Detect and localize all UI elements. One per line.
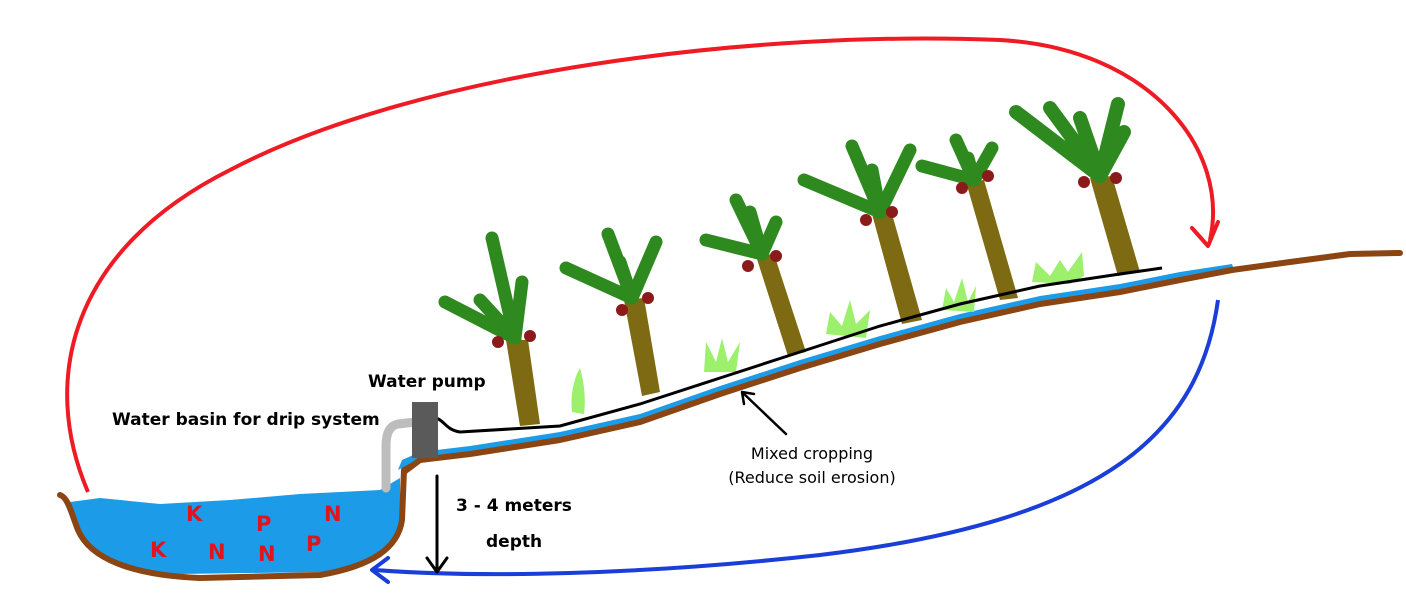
mixed-cropping-line1: Mixed cropping — [750, 444, 874, 463]
nutrient-label: K — [186, 502, 203, 526]
blue-arrow-head — [370, 556, 390, 584]
water-basin-label: Water basin for drip system — [112, 410, 380, 430]
drip-pipe-icon — [435, 266, 1163, 434]
shrub-icon — [1032, 252, 1084, 284]
palm-tree-icon — [699, 193, 806, 356]
nutrient-label: P — [306, 532, 322, 556]
pump-pipe — [381, 417, 421, 493]
soil-slope — [401, 250, 1403, 475]
palm-tree-icon — [797, 139, 922, 324]
palm-tree-icon — [1009, 97, 1140, 276]
nutrient-label: N — [208, 540, 226, 564]
red-arrow-head — [1190, 220, 1220, 248]
depth-label-line2: depth — [486, 532, 543, 552]
palm-tree-icon — [438, 231, 540, 426]
shrub-icon — [704, 338, 740, 372]
water-pump-label: Water pump — [368, 372, 486, 392]
nutrient-label: K — [150, 538, 167, 562]
water-pump-icon — [412, 402, 438, 458]
nutrient-label: N — [258, 542, 276, 566]
depth-label-line1: 3 - 4 meters — [456, 496, 572, 516]
water-basin — [70, 478, 400, 574]
palm-tree-icon — [915, 133, 1018, 300]
palm-tree-icon — [559, 227, 663, 396]
mixed-cropping-pointer — [740, 390, 788, 436]
nutrient-label: N — [324, 502, 342, 526]
depth-arrow — [425, 474, 449, 574]
mixed-cropping-label: Mixed cropping (Reduce soil erosion) — [712, 442, 912, 490]
basin-soil-outline — [57, 455, 419, 582]
blue-return-arrow — [374, 299, 1220, 577]
shrub-icon — [571, 368, 585, 414]
red-return-arrow — [65, 36, 1216, 493]
mixed-cropping-line2: (Reduce soil erosion) — [728, 468, 896, 487]
nutrient-label: P — [256, 512, 272, 536]
shrub-icon — [826, 300, 870, 338]
